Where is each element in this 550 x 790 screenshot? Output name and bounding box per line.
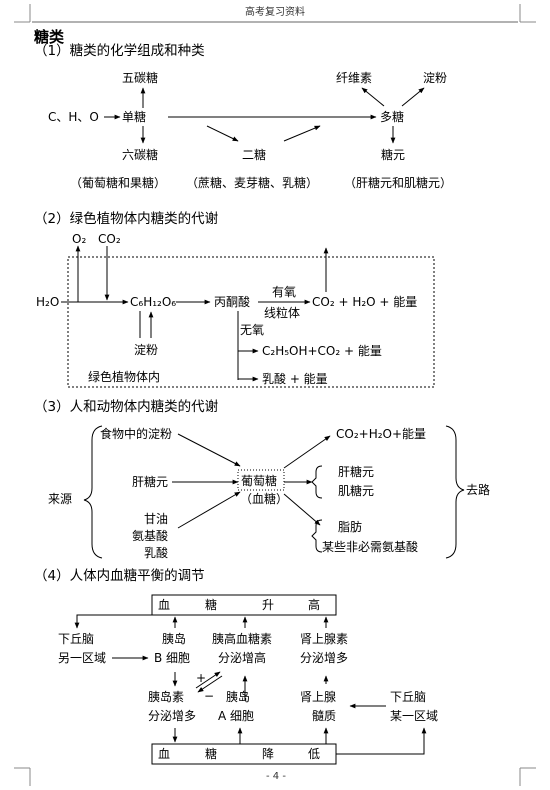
disaccharide-label: 二糖 xyxy=(242,148,267,162)
liver-glycogen-source: 肝糖元 xyxy=(132,475,169,489)
adrenaline-secretion: 分泌增多 xyxy=(300,651,349,665)
o2-label: O₂ xyxy=(72,232,87,246)
liver-glycogen-dest: 肝糖元 xyxy=(338,465,375,479)
oxidation-products: CO₂+H₂O+能量 xyxy=(336,427,427,441)
glucose-label: 葡萄糖 xyxy=(241,474,278,488)
hexose-label: 六碳糖 xyxy=(122,148,159,162)
water-label: H₂O xyxy=(36,295,60,309)
adrenal-label: 肾上腺 xyxy=(300,690,337,704)
medulla-label: 髓质 xyxy=(312,709,337,723)
section-2-heading: （2）绿色植物体内糖类的代谢 xyxy=(34,211,219,227)
fall-char-2: 糖 xyxy=(205,747,218,761)
glucagon-label: 胰高血糖素 xyxy=(212,632,273,646)
pyruvate-label: 丙酮酸 xyxy=(214,295,251,309)
blood-sugar-note: （血糖） xyxy=(240,492,289,506)
source-label: 来源 xyxy=(48,492,73,506)
rise-char-1: 血 xyxy=(158,598,171,612)
page-title: 糖类 xyxy=(34,28,65,46)
rise-char-3: 升 xyxy=(262,598,275,612)
cho-label: C、H、O xyxy=(48,110,99,124)
destination-label: 去路 xyxy=(466,483,491,497)
adrenaline-label: 肾上腺素 xyxy=(300,632,349,646)
islet-a-label: 胰岛 xyxy=(226,690,251,704)
mitochondria-label: 线粒体 xyxy=(264,306,301,320)
page-number: - 4 - xyxy=(266,771,286,782)
minus-sign: − xyxy=(204,689,215,703)
starch-label: 淀粉 xyxy=(423,71,448,85)
glucagon-secretion: 分泌增高 xyxy=(218,651,267,665)
section-4-heading: （4）人体内血糖平衡的调节 xyxy=(34,568,205,584)
hypothalamus-area-label: 另一区域 xyxy=(58,651,107,665)
lactic-products: 乳酸 + 能量 xyxy=(262,372,328,386)
islet-b-label: 胰岛 xyxy=(162,632,187,646)
insulin-label: 胰岛素 xyxy=(148,690,185,704)
rise-char-4: 高 xyxy=(308,598,321,612)
hypothalamus-2-area-label: 某一区域 xyxy=(390,709,439,723)
anaerobic-label: 无氧 xyxy=(240,323,265,337)
disaccharide-note: （蔗糖、麦芽糖、乳糖） xyxy=(186,176,319,190)
fall-char-1: 血 xyxy=(158,747,171,761)
glycerol-label: 甘油 xyxy=(144,512,169,526)
rise-char-2: 糖 xyxy=(205,598,218,612)
fall-char-4: 低 xyxy=(308,747,321,761)
section-1-heading: （1）糖类的化学组成和种类 xyxy=(34,43,205,59)
aerobic-products: CO₂ + H₂O + 能量 xyxy=(312,295,418,309)
co2-label: CO₂ xyxy=(98,232,121,246)
ethanol-products: C₂H₅OH+CO₂ + 能量 xyxy=(262,344,382,358)
nonessential-amino-dest: 某些非必需氨基酸 xyxy=(322,540,419,554)
insulin-secretion: 分泌增多 xyxy=(148,709,197,723)
plus-sign: + xyxy=(196,671,207,685)
fall-char-3: 降 xyxy=(262,747,275,761)
muscle-glycogen-dest: 肌糖元 xyxy=(338,484,375,498)
glycogen-label: 糖元 xyxy=(381,148,406,162)
hypothalamus-2-label: 下丘脑 xyxy=(390,690,427,704)
food-starch-label: 食物中的淀粉 xyxy=(100,427,173,441)
cellulose-label: 纤维素 xyxy=(336,71,373,85)
plant-starch-label: 淀粉 xyxy=(134,343,159,357)
a-cell-label: A 细胞 xyxy=(218,709,255,723)
page-header: 高考复习资料 xyxy=(245,7,305,18)
glucose-formula: C₆H₁₂O₆ xyxy=(130,295,177,309)
pentose-label: 五碳糖 xyxy=(122,71,159,85)
lactic-acid-source: 乳酸 xyxy=(144,546,169,560)
polysaccharide-label: 多糖 xyxy=(380,110,405,124)
hypothalamus-label: 下丘脑 xyxy=(58,632,95,646)
amino-acid-label: 氨基酸 xyxy=(132,529,169,543)
plant-box-label: 绿色植物体内 xyxy=(88,370,161,384)
monosaccharide-note: （葡萄糖和果糖） xyxy=(70,176,167,190)
b-cell-label: B 细胞 xyxy=(154,651,191,665)
section-3-heading: （3）人和动物体内糖类的代谢 xyxy=(34,399,219,415)
polysaccharide-note: （肝糖元和肌糖元） xyxy=(344,176,453,190)
fat-dest: 脂肪 xyxy=(338,520,363,534)
monosaccharide-label: 单糖 xyxy=(122,110,147,124)
aerobic-label: 有氧 xyxy=(272,285,297,299)
